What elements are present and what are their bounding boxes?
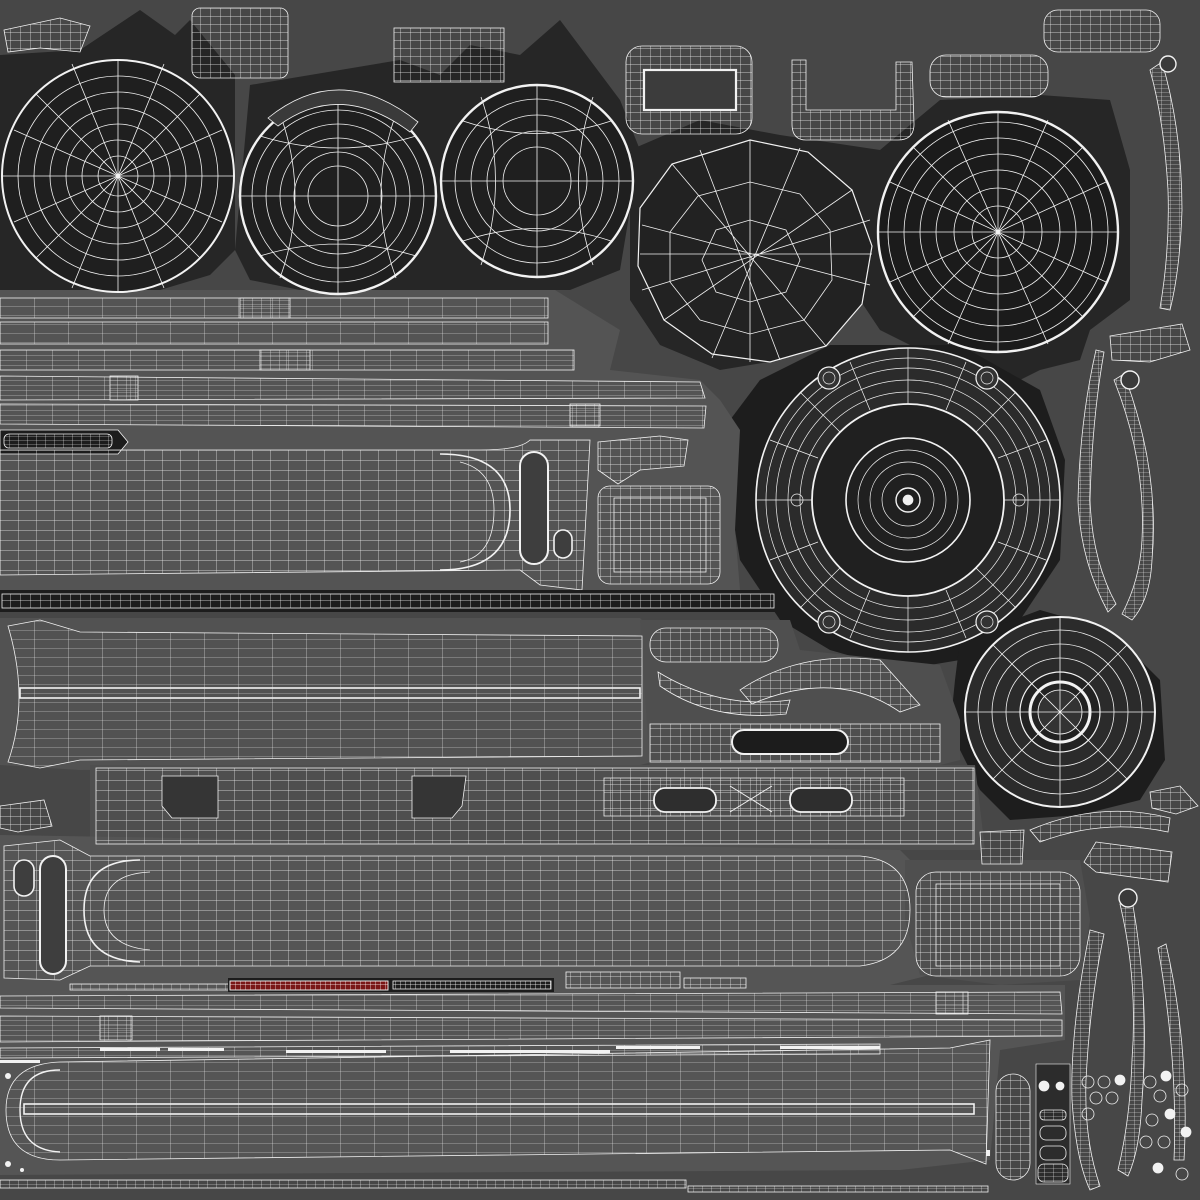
bottom-left-debris — [0, 1046, 990, 1172]
strip-set-top — [0, 297, 575, 371]
handle-panel-upper — [0, 439, 591, 591]
bottom-bars — [0, 991, 1063, 1059]
disc-right — [876, 110, 1120, 354]
lower-right-parts — [995, 888, 1192, 1191]
dark-strip-long — [0, 590, 776, 612]
wide-panel — [95, 767, 975, 845]
tapered-bar-set — [0, 375, 707, 455]
arc-strip-top — [267, 89, 419, 133]
mid-right-parts — [649, 627, 941, 763]
disc-third — [439, 83, 635, 279]
handle-panel-lower — [3, 839, 1081, 981]
top-small-parts — [3, 7, 1183, 311]
disc-second — [238, 96, 438, 296]
speaker-disc-small — [964, 616, 1156, 808]
right-fragments — [0, 323, 1199, 883]
disc-left — [1, 59, 235, 293]
dome-polygon — [637, 139, 873, 363]
handle-panel-bottom — [0, 1039, 991, 1193]
handle-panel-middle — [7, 619, 643, 769]
speaker-disc — [755, 347, 1061, 653]
thin-strip-row — [69, 971, 747, 992]
mid-small-parts — [597, 435, 721, 585]
